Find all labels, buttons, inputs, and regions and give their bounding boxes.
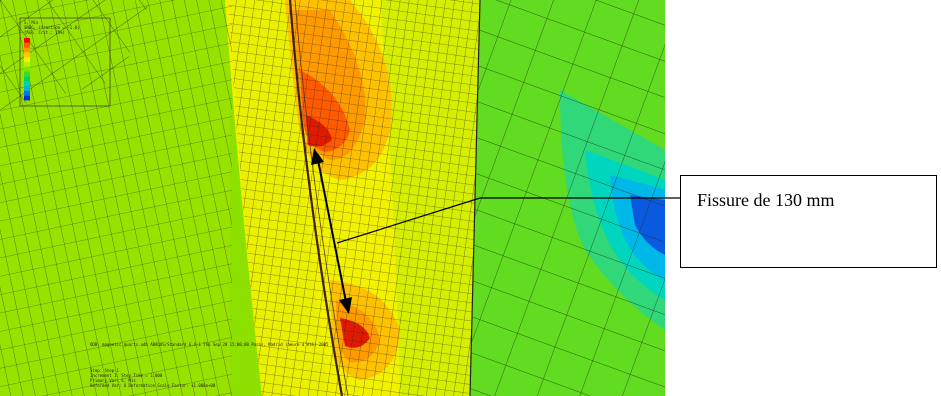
footer-line-3: Increment 1: Step Time = 1.000 [90, 373, 163, 378]
footer-line-4: Primary Var: S, Mis [90, 378, 136, 383]
mesh-band [228, 0, 480, 396]
crack-line-edge [294, 0, 349, 396]
legend-swatch [24, 62, 30, 67]
legend-swatch [24, 95, 30, 101]
callout-box: Fissure de 130 mm [680, 175, 937, 268]
crack-length-arrow [311, 148, 352, 314]
footer-line-2: Step: Step-1 [90, 368, 119, 373]
legend-swatch [24, 52, 30, 58]
crack-line [288, 0, 344, 396]
footer-line-1: ODB: magnetic_quarts.odb ABAQUS/Standard… [90, 342, 329, 347]
legend-swatch [24, 42, 30, 48]
legend-header-2: SNEG, (fraction = -1.0) [24, 25, 79, 30]
legend-swatch [24, 81, 30, 86]
legend-swatch [24, 38, 30, 43]
legend-swatch [24, 66, 30, 72]
legend-swatch [24, 90, 30, 96]
legend-swatch [24, 71, 30, 77]
model-info-footer: ODB: magnetic_quarts.odb ABAQUS/Standard… [90, 342, 329, 388]
legend-swatch [24, 86, 30, 91]
color-legend: S, Mis SNEG, (fraction = -1.0) (Ave. Cri… [19, 17, 111, 107]
callout-label: Fissure de 130 mm [697, 190, 835, 210]
legend-swatch [24, 57, 30, 62]
legend-swatch [24, 76, 30, 82]
legend-header-1: S, Mis [24, 20, 39, 25]
fea-contour-plot: S, Mis SNEG, (fraction = -1.0) (Ave. Cri… [0, 0, 665, 396]
legend-header-3: (Ave. Crit.: 75%) [24, 30, 65, 35]
legend-swatch [24, 47, 30, 53]
footer-line-5: Deformed Var: U Deformation Scale Factor… [90, 383, 216, 388]
mesh-right [470, 0, 665, 396]
mesh-top-left [0, 0, 150, 110]
